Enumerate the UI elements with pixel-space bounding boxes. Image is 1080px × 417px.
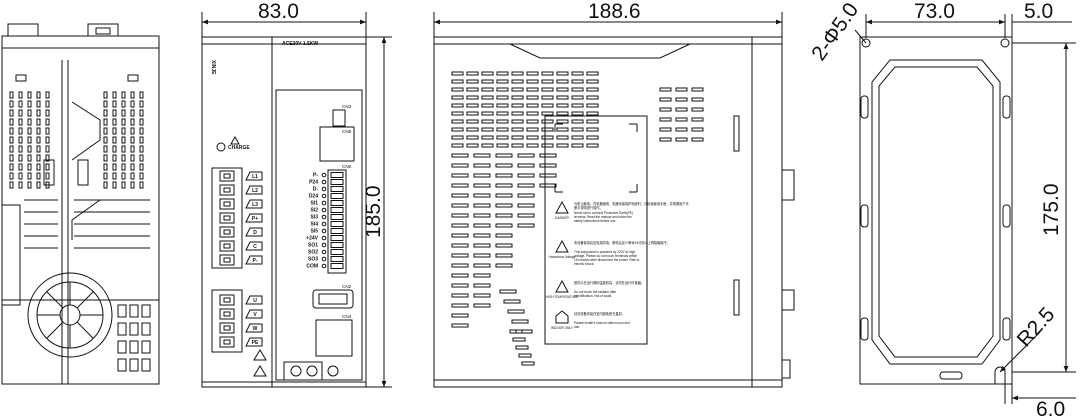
power-terminal-label: D <box>253 230 257 236</box>
power-terminal-label: P+ <box>252 216 258 222</box>
cn0-pin-label: P24 <box>309 180 318 186</box>
warning-triangle-icon <box>555 200 569 214</box>
power-terminal-label: L3 <box>252 202 258 208</box>
cn3-label: CN3 <box>342 104 352 109</box>
warning-title: HIGH TEMPERATURE <box>546 295 579 299</box>
cn0-pin-label: SI5 <box>310 229 318 235</box>
cn0-pin-label: SO1 <box>308 243 318 249</box>
dim-mount-width: 73.0 <box>914 0 955 23</box>
motor-terminal-label: W <box>253 326 258 332</box>
cn0-pin-label: +24V <box>306 236 318 242</box>
power-terminal-label: C <box>253 244 257 250</box>
warning-text-en: safety instructions before use. <box>574 219 616 223</box>
dim-front-height: 185.0 <box>362 185 385 238</box>
motor-terminal-label: U <box>253 298 257 304</box>
cn0-pin-label: SO3 <box>308 257 318 263</box>
warning-text-en: Never fail to connect Protective Earth(P… <box>574 211 633 215</box>
dim-mount-holes: 2-Φ5.0 <box>807 0 863 65</box>
brand-logo: XINJE <box>210 60 216 75</box>
dim-front-width: 83.0 <box>258 0 299 23</box>
warning-block: HIGH TEMPERATURE 散热片在运行期间温度较高，请勿在运行时接触。 Do… <box>546 279 644 299</box>
cn0-pin-label: SI1 <box>310 201 318 207</box>
model-label: ACE20V-1.5KW <box>282 41 318 47</box>
warning-text-cn: 请将设备安装在室内避免阳光直射。 <box>574 311 625 316</box>
warning-text-en: 15 minutes after disconnect the power. R… <box>574 258 639 262</box>
warning-text-en: This equipment is powered by 220V at hig… <box>574 250 635 254</box>
dim-mount-height: 175.0 <box>1040 183 1063 236</box>
warning-text-cn-cont: 册中说明进行操作。 <box>574 205 603 210</box>
warning-title: Hazardous Voltage <box>549 255 576 259</box>
dim-corner-radius: R2.5 <box>1013 303 1060 351</box>
side-view <box>433 36 795 388</box>
power-terminal-label: L1 <box>252 174 258 180</box>
warning-title: DANGER <box>555 216 569 220</box>
top-view <box>1 23 160 385</box>
warning-block: DANGER 为防止触电，在机器通电、机器未接保护地线时，请阅读使用手册，并按照用… <box>555 200 690 223</box>
cn4-label: CN4 <box>342 314 352 319</box>
warning-text-en: electric shock. <box>574 262 594 266</box>
dim-side-depth: 188.6 <box>588 0 641 23</box>
motor-terminal-label: PE <box>252 340 259 346</box>
cn0-pin-label: SI4 <box>310 222 318 228</box>
dim-mount-edge: 5.0 <box>1024 0 1053 23</box>
warning-text-cn: 本设备使用高压电源供电，断电后至少等待15分钟以上再接触端子。 <box>574 240 670 245</box>
warning-text-en: Please install it indoors without sun an… <box>574 321 630 325</box>
warning-block: Hazardous Voltage 本设备使用高压电源供电，断电后至少等待15分钟… <box>549 239 670 266</box>
house-icon <box>555 310 569 324</box>
motor-terminal-label: V <box>253 312 257 318</box>
cn0-label: CN0 <box>342 164 352 169</box>
power-terminal-label: P- <box>253 258 258 264</box>
front-view <box>201 36 367 388</box>
mounting-view <box>859 36 1013 385</box>
cn0-pin-label: COM <box>306 264 318 270</box>
warning-title: INDOOR ONLY <box>551 326 574 330</box>
warning-text-en: voltage. Please do not touch terminals w… <box>574 254 637 258</box>
warning-triangle-icon <box>555 279 569 293</box>
cn0-pin-label: SI3 <box>310 215 318 221</box>
cn0-pin-label: P- <box>313 173 318 179</box>
warning-text-en: rain. <box>574 325 580 329</box>
warning-text-cn: 散热片在运行期间温度较高，请勿在运行时接触。 <box>574 280 644 285</box>
power-terminal-label: L2 <box>252 188 258 194</box>
warning-text-en: electrification, risk of scald. <box>574 294 612 298</box>
dim-bottom-offset: 6.0 <box>1036 398 1065 417</box>
cn5-label: CN5 <box>342 129 352 134</box>
warning-text-en: Do not touch the radiator after <box>574 290 617 294</box>
warning-text-en: terminal. Read the manual and follow the <box>574 215 632 219</box>
warning-text-cn: 为防止触电，在机器通电、机器未接保护地线时，请阅读使用手册，并按照用户手 <box>574 201 690 206</box>
cn2-label: CN2 <box>342 284 352 289</box>
cn0-pin-label: D- <box>313 187 319 193</box>
warning-block: INDOOR ONLY 请将设备安装在室内避免阳光直射。 Please instal… <box>551 310 630 330</box>
warning-triangle-icon <box>555 239 569 253</box>
cn0-pin-label: D24 <box>309 194 318 200</box>
cn0-pin-label: SO2 <box>308 250 318 256</box>
charge-label: CHARGE <box>228 145 250 151</box>
cn0-pin-label: SI2 <box>310 208 318 214</box>
